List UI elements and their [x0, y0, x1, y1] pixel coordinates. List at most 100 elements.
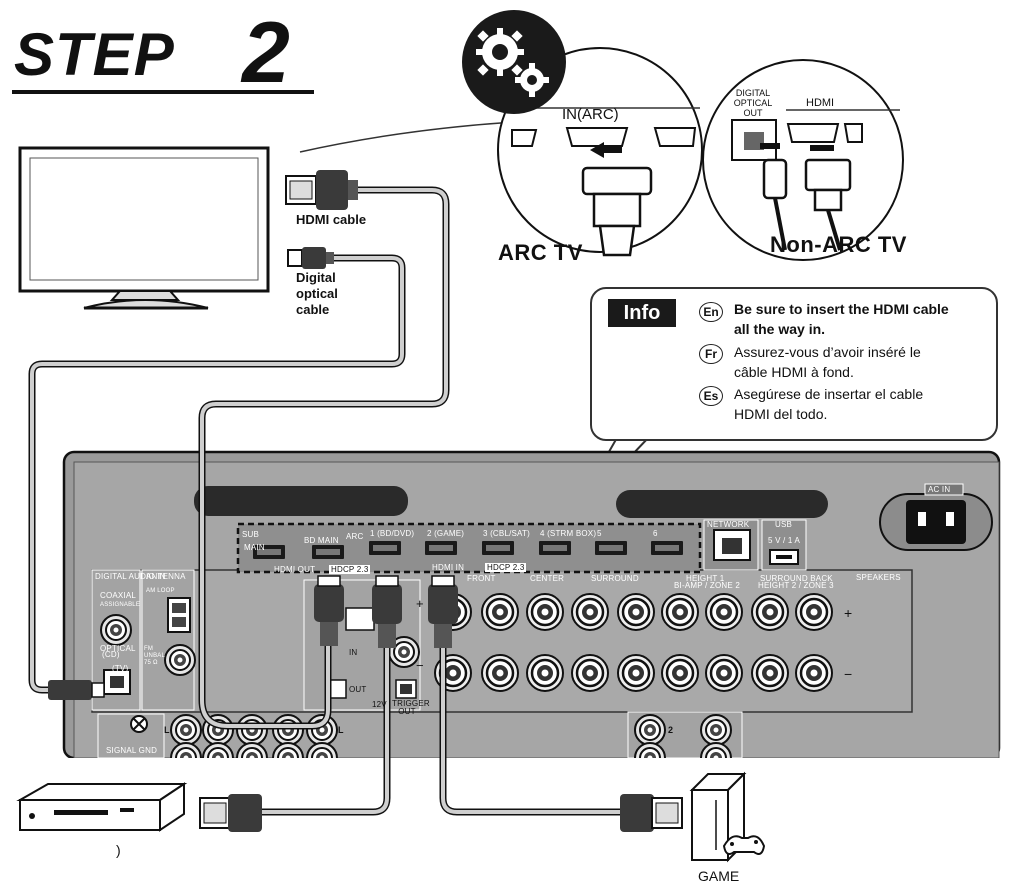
speaker-terminal — [704, 592, 744, 632]
bd-main-label: BD MAIN — [304, 536, 339, 545]
input-6-label: 6 — [653, 529, 658, 538]
l-label-bottom-2: L — [338, 725, 344, 735]
optical-plug-receiver-end — [48, 680, 105, 700]
ac-in-label: AC IN — [928, 485, 951, 494]
lang-es-badge: Es — [699, 386, 723, 406]
optical-cable-label-1: Digital — [296, 270, 336, 285]
optical-cable-label-3: cable — [296, 302, 330, 317]
hdmi-plug-bd-device-end — [199, 794, 262, 832]
out-sub-label: SUB — [242, 530, 260, 539]
speaker-terminal — [616, 592, 656, 632]
speaker-terminal — [480, 653, 520, 693]
antenna-label: ANTENNA — [146, 572, 186, 581]
hdmi-port-label: HDMI — [806, 97, 835, 109]
biamp-zone2-label: BI-AMP / ZONE 2 — [674, 581, 740, 590]
input-3-label: 3 (CBL/SAT) — [483, 529, 530, 538]
speaker-terminal — [794, 653, 834, 693]
non-arc-tv-label: Non-ARC TV — [770, 232, 907, 257]
lang-en-badge: En — [699, 302, 723, 322]
hdcp-out-label: HDCP 2.3 — [329, 565, 371, 574]
hdmi-plug-bd — [372, 575, 402, 648]
usb-label: USB — [775, 520, 793, 529]
optical-plug-tv-end — [287, 247, 334, 269]
height2-zone3-label: HEIGHT 2 / ZONE 3 — [758, 581, 834, 590]
speaker-terminal — [616, 653, 656, 693]
speakers-label: SPEAKERS — [856, 573, 901, 582]
front-label: FRONT — [467, 574, 496, 583]
non-arc-zoom-view — [702, 59, 904, 261]
center-label: CENTER — [530, 574, 565, 583]
arc-label: ARC — [346, 532, 364, 541]
tv-illustration — [18, 146, 270, 310]
info-callout: Info En Be sure to insert the HDMI cable… — [590, 287, 998, 441]
digital-audio-in-label: DIGITAL AUDIO IN — [95, 572, 166, 581]
game-label: GAME — [698, 868, 740, 884]
in-arc-port-label: IN(ARC) — [562, 106, 619, 123]
plus-label-left: + — [416, 596, 424, 611]
speaker-terminal — [750, 592, 790, 632]
player-label: ) — [116, 842, 121, 858]
game-console-illustration — [689, 771, 766, 863]
optical-cable-label-2: optical — [296, 286, 338, 301]
speaker-terminal — [704, 653, 744, 693]
trigger-out-label: TRIGGER OUT — [392, 699, 430, 716]
speaker-terminal — [660, 592, 700, 632]
optical-label: OPTICAL — [100, 644, 136, 653]
hdmi-plug-game — [428, 575, 458, 648]
minus-label: − — [844, 666, 853, 682]
out-main-label: MAIN — [244, 543, 265, 552]
hdmi-cable-label: HDMI cable — [296, 212, 367, 227]
hdmi-out-label: HDMI OUT — [274, 565, 316, 574]
surround-back-label: SURROUND BACK — [760, 574, 833, 583]
speaker-terminal — [570, 592, 610, 632]
settings-gear-icon — [462, 10, 566, 114]
speaker-terminal — [570, 653, 610, 693]
lang-fr-badge: Fr — [699, 344, 723, 364]
input-4-label: 4 (STRM BOX) — [540, 529, 597, 538]
hdmi-in-label: HDMI IN — [432, 563, 465, 572]
am-loop-label: AM LOOP — [146, 588, 175, 594]
digital-optical-out-label: DIGITAL OPTICAL OUT — [733, 88, 773, 118]
in-label: IN — [349, 648, 358, 657]
speaker-terminal — [525, 653, 565, 693]
out-label: OUT — [349, 685, 367, 694]
plus-label: + — [844, 605, 853, 621]
step-number: 2 — [242, 5, 290, 101]
step-title: STEP — [14, 21, 175, 88]
hdmi-plug-tv-end — [285, 170, 358, 210]
input-5-label: 5 — [597, 529, 602, 538]
surround-label: SURROUND — [591, 574, 639, 583]
signal-gnd-label: SIGNAL GND — [106, 746, 158, 755]
minus-label-left: − — [416, 658, 424, 673]
fm-label: FM UNBAL 75 Ω — [144, 646, 165, 666]
l-label-bottom: L — [164, 725, 170, 735]
cd-label: (CD) — [102, 650, 120, 659]
speaker-terminal — [660, 653, 700, 693]
input-2-label: 2 (GAME) — [427, 529, 465, 538]
arc-tv-label: ARC TV — [498, 240, 583, 265]
speaker-terminal — [750, 653, 790, 693]
assignable-label: ASSIGNABLE — [100, 602, 141, 608]
speaker-terminal — [480, 592, 520, 632]
hdcp-in-label: HDCP 2.3 — [485, 563, 527, 572]
height1-label: HEIGHT 1 — [686, 574, 725, 583]
step-underline — [12, 90, 314, 94]
usb-rating-label: 5 V / 1 A — [768, 536, 801, 545]
zone-two-label: 2 — [668, 725, 674, 735]
coaxial-label: COAXIAL — [100, 591, 137, 600]
speaker-terminal — [794, 592, 834, 632]
info-badge: Info — [608, 299, 676, 327]
network-label: NETWORK — [707, 520, 750, 529]
bd-dvd-player-illustration — [16, 782, 188, 832]
hdmi-plug-game-device-end — [620, 794, 683, 832]
speaker-terminal — [525, 592, 565, 632]
twelve-volt-label: 12V — [372, 700, 387, 709]
hdmi-plug-out — [314, 575, 344, 646]
tv-input-label: (TV) — [112, 664, 129, 673]
input-1-label: 1 (BD/DVD) — [370, 529, 415, 538]
